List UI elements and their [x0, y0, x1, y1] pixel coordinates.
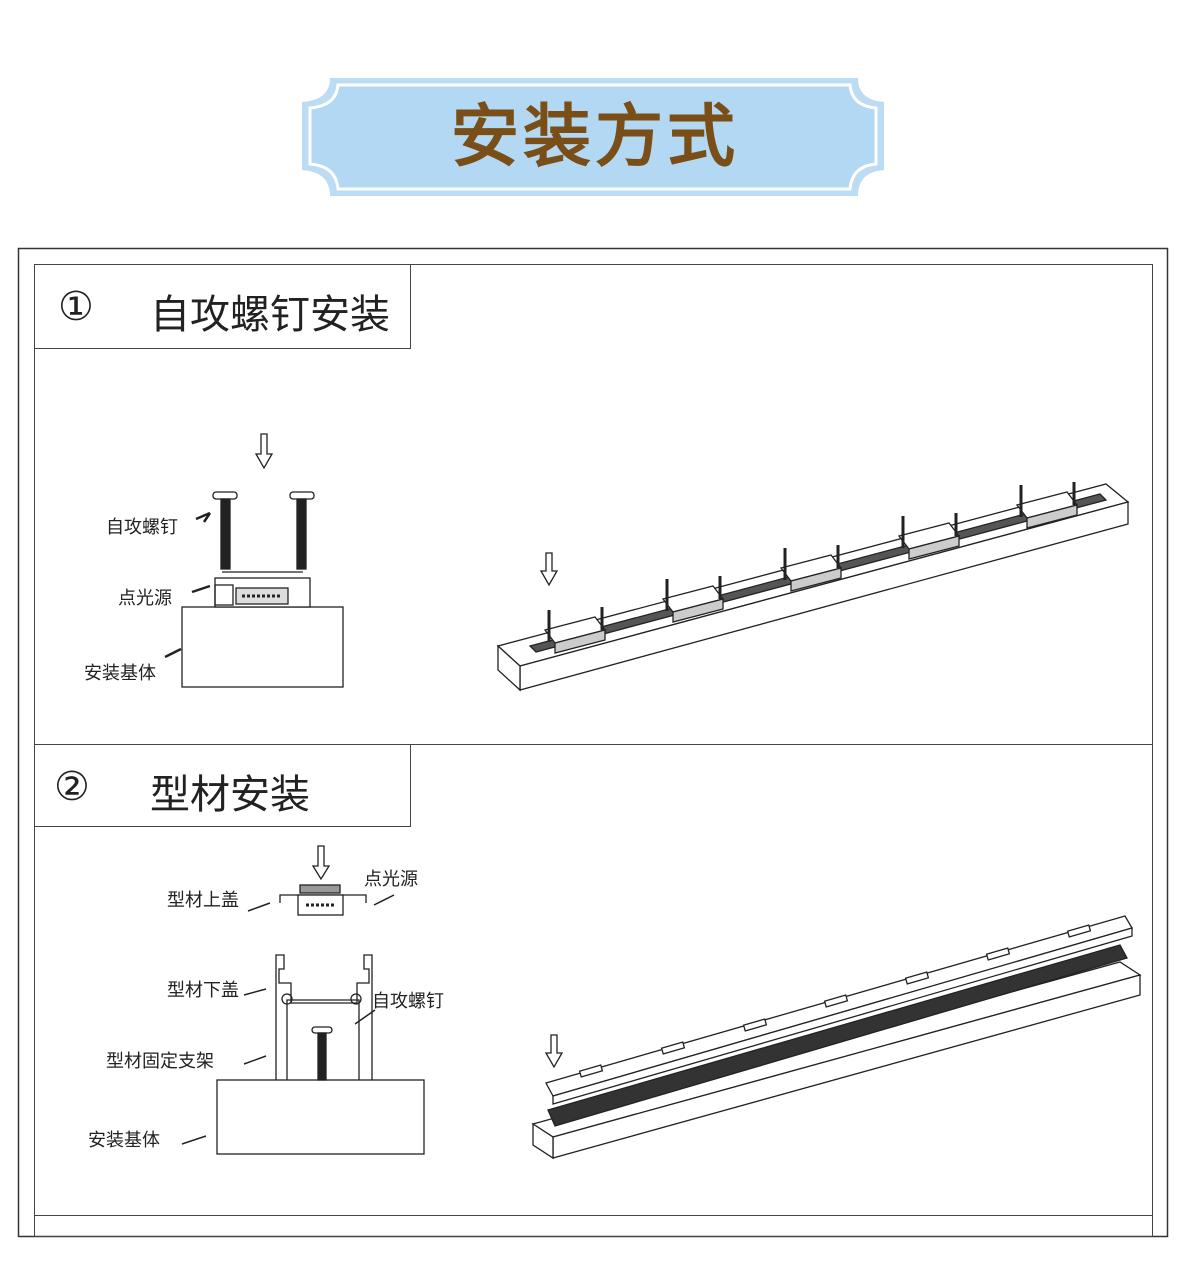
label-bottom-cover: 型材下盖 [167, 980, 239, 1001]
down-arrow-icon [254, 433, 274, 470]
label-light: 点光源 [364, 869, 418, 890]
down-arrow-icon [311, 845, 331, 881]
section-2-title: 型材安装 [150, 772, 310, 818]
section-2-header-box [34, 744, 411, 827]
down-arrow-icon [539, 552, 559, 587]
section-1-number: ① [58, 284, 94, 330]
down-arrow-icon [544, 1034, 564, 1069]
label-base: 安装基体 [84, 663, 156, 684]
page-title: 安装方式 [450, 97, 739, 177]
mounting-base [216, 1079, 425, 1155]
label-screw: 自攻螺钉 [106, 517, 178, 538]
screw-install-side-view [164, 433, 344, 688]
profile-install-perspective [531, 915, 1142, 1160]
label-light: 点光源 [118, 588, 172, 609]
section-2-number: ② [54, 764, 90, 810]
label-screw: 自攻螺钉 [372, 991, 444, 1012]
screw-install-perspective [496, 480, 1130, 692]
mounting-base [181, 606, 344, 688]
label-top-cover: 型材上盖 [167, 890, 239, 911]
profile-install-side-view [181, 845, 425, 1155]
label-bracket: 型材固定支架 [106, 1051, 214, 1072]
label-base: 安装基体 [88, 1130, 160, 1151]
title-banner [302, 78, 884, 196]
section-1-header-box [34, 264, 411, 349]
section-1-title: 自攻螺钉安装 [150, 292, 390, 338]
